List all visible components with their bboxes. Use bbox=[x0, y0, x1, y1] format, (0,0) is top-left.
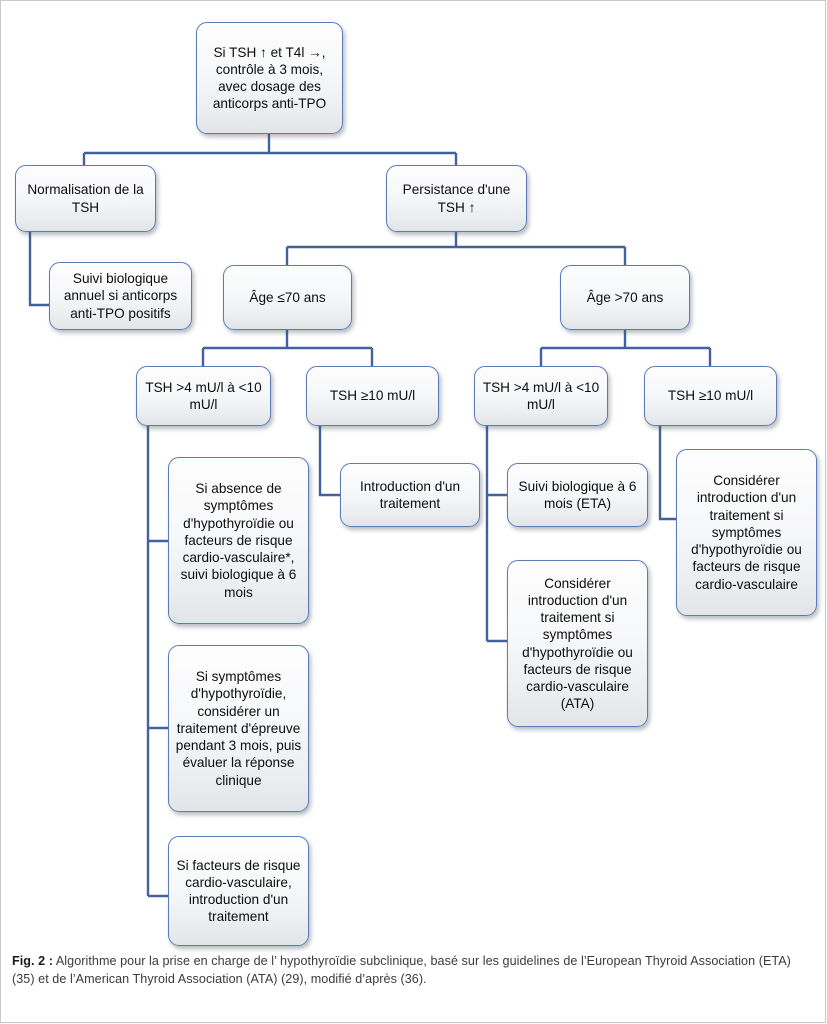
node-si-facteurs-risque[interactable]: Si facteurs de risque cardio-vasculaire,… bbox=[168, 836, 309, 946]
figure-caption-text: Algorithme pour la prise en charge de l’… bbox=[12, 954, 791, 987]
edge-normalisation-to-suivi bbox=[28, 232, 50, 307]
node-suivi-6-mois-eta[interactable]: Suivi biologique à 6 mois (ETA) bbox=[507, 463, 648, 527]
flowchart-diagram: Si TSH ↑ et T4l →, contrôle à 3 mois, av… bbox=[15, 22, 817, 946]
connector-lines bbox=[28, 133, 712, 898]
node-age-le-70[interactable]: Âge ≤70 ans bbox=[223, 265, 352, 330]
node-tsh-ge-10-left[interactable]: TSH ≥10 mU/l bbox=[306, 366, 439, 426]
edge-left-ge10-to-introduction bbox=[318, 426, 340, 497]
edge-right-ge10-to-considerer bbox=[658, 426, 676, 521]
node-considerer-traitement-age-gt70[interactable]: Considérer introduction d'un traitement … bbox=[676, 449, 817, 616]
node-si-symptomes-traitement-epreuve[interactable]: Si symptômes d'hypothyroïdie, considérer… bbox=[168, 645, 309, 812]
node-root[interactable]: Si TSH ↑ et T4l →, contrôle à 3 mois, av… bbox=[196, 22, 343, 134]
node-tsh-4-to-10-left[interactable]: TSH >4 mU/l à <10 mU/l bbox=[136, 366, 271, 426]
node-persistance-tsh[interactable]: Persistance d'une TSH ↑ bbox=[386, 165, 527, 232]
figure-number-label: Fig. 2 : bbox=[12, 954, 53, 968]
node-absence-symptomes[interactable]: Si absence de symptômes d'hypothyroïdie … bbox=[168, 457, 309, 624]
node-tsh-ge-10-right[interactable]: TSH ≥10 mU/l bbox=[644, 366, 777, 426]
node-considerer-traitement-ata[interactable]: Considérer introduction d'un traitement … bbox=[507, 560, 648, 727]
node-introduction-traitement[interactable]: Introduction d'un traitement bbox=[340, 463, 480, 527]
figure-caption: Fig. 2 : Algorithme pour la prise en cha… bbox=[12, 952, 817, 989]
node-normalisation-tsh[interactable]: Normalisation de la TSH bbox=[15, 165, 156, 232]
node-suivi-biologique-annuel[interactable]: Suivi biologique annuel si anticorps ant… bbox=[49, 262, 192, 330]
node-age-gt-70[interactable]: Âge >70 ans bbox=[560, 265, 690, 330]
node-tsh-4-to-10-right[interactable]: TSH >4 mU/l à <10 mU/l bbox=[474, 366, 608, 426]
